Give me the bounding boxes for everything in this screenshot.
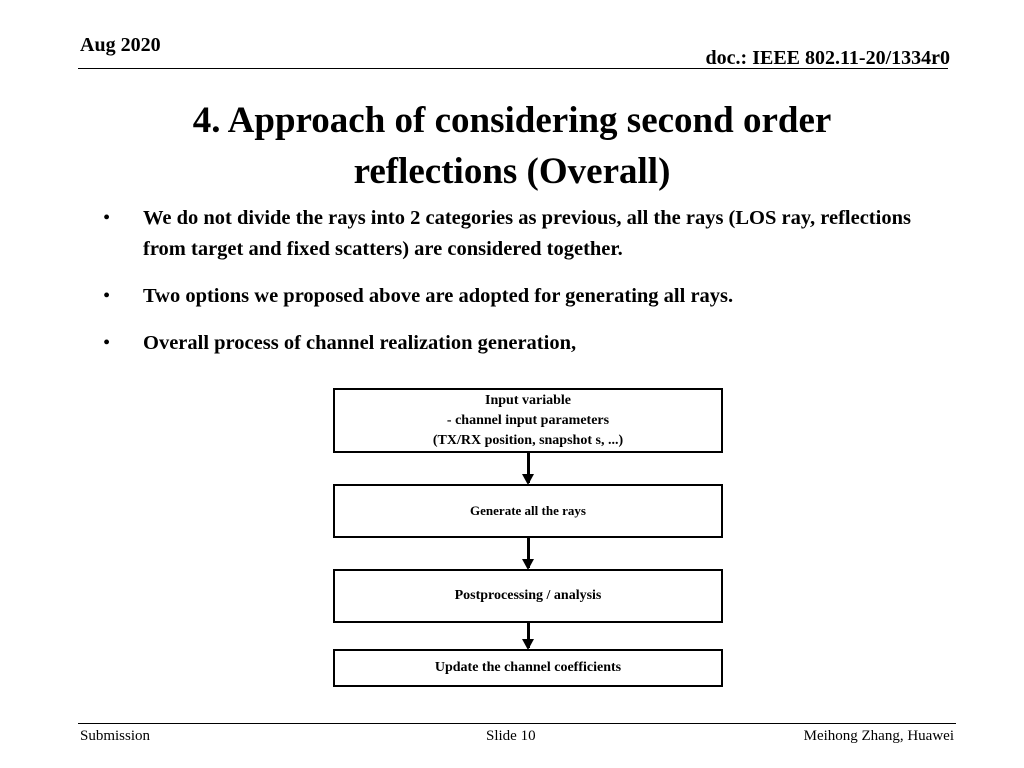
footer-author: Meihong Zhang, Huawei xyxy=(803,728,954,744)
flow-box-postprocessing: Postprocessing / analysis xyxy=(333,569,723,623)
bullet-marker: • xyxy=(103,332,111,354)
flow-box-postprocessing-label: Postprocessing / analysis xyxy=(454,588,602,603)
flow-box-input-variable: Input variable - channel input parameter… xyxy=(333,388,723,453)
bullet-marker: • xyxy=(103,285,111,307)
flow-arrow-down xyxy=(522,538,534,570)
footer-divider xyxy=(78,723,956,724)
flow-box-input-line3: (TX/RX position, snapshot s, ...) xyxy=(432,432,624,448)
flow-arrow-down xyxy=(522,453,534,485)
header-divider xyxy=(78,68,948,69)
flow-box-generate-rays: Generate all the rays xyxy=(333,484,723,538)
flow-arrow-down xyxy=(522,623,534,650)
bullet-item: • Two options we proposed above are adop… xyxy=(103,281,943,312)
bullet-marker: • xyxy=(103,207,111,229)
slide-title-line2: reflections (Overall) xyxy=(353,151,671,192)
flow-box-generate-rays-label: Generate all the rays xyxy=(470,503,586,518)
flow-box-input-line2: - channel input parameters xyxy=(446,412,610,428)
bullet-item: • We do not divide the rays into 2 categ… xyxy=(103,203,943,265)
flow-box-update-coefficients: Update the channel coefficients xyxy=(333,649,723,687)
header-date: Aug 2020 xyxy=(80,34,161,56)
flow-box-input-line1: Input variable xyxy=(485,392,571,408)
slide-title-line1: 4. Approach of considering second order xyxy=(192,100,832,141)
flow-box-update-coefficients-label: Update the channel coefficients xyxy=(434,660,622,675)
bullet-text: Overall process of channel realization g… xyxy=(143,332,577,354)
bullet-text: Two options we proposed above are adopte… xyxy=(143,285,734,307)
bullet-item: • Overall process of channel realization… xyxy=(103,328,943,359)
slide-title: 4. Approach of considering second order … xyxy=(80,95,944,197)
header-doc-id: doc.: IEEE 802.11-20/1334r0 xyxy=(705,47,950,69)
bullet-text: We do not divide the rays into 2 categor… xyxy=(143,207,911,260)
footer-slide-number: Slide 10 xyxy=(486,728,536,744)
bullet-list: • We do not divide the rays into 2 categ… xyxy=(103,203,943,375)
footer-submission: Submission xyxy=(80,728,151,744)
